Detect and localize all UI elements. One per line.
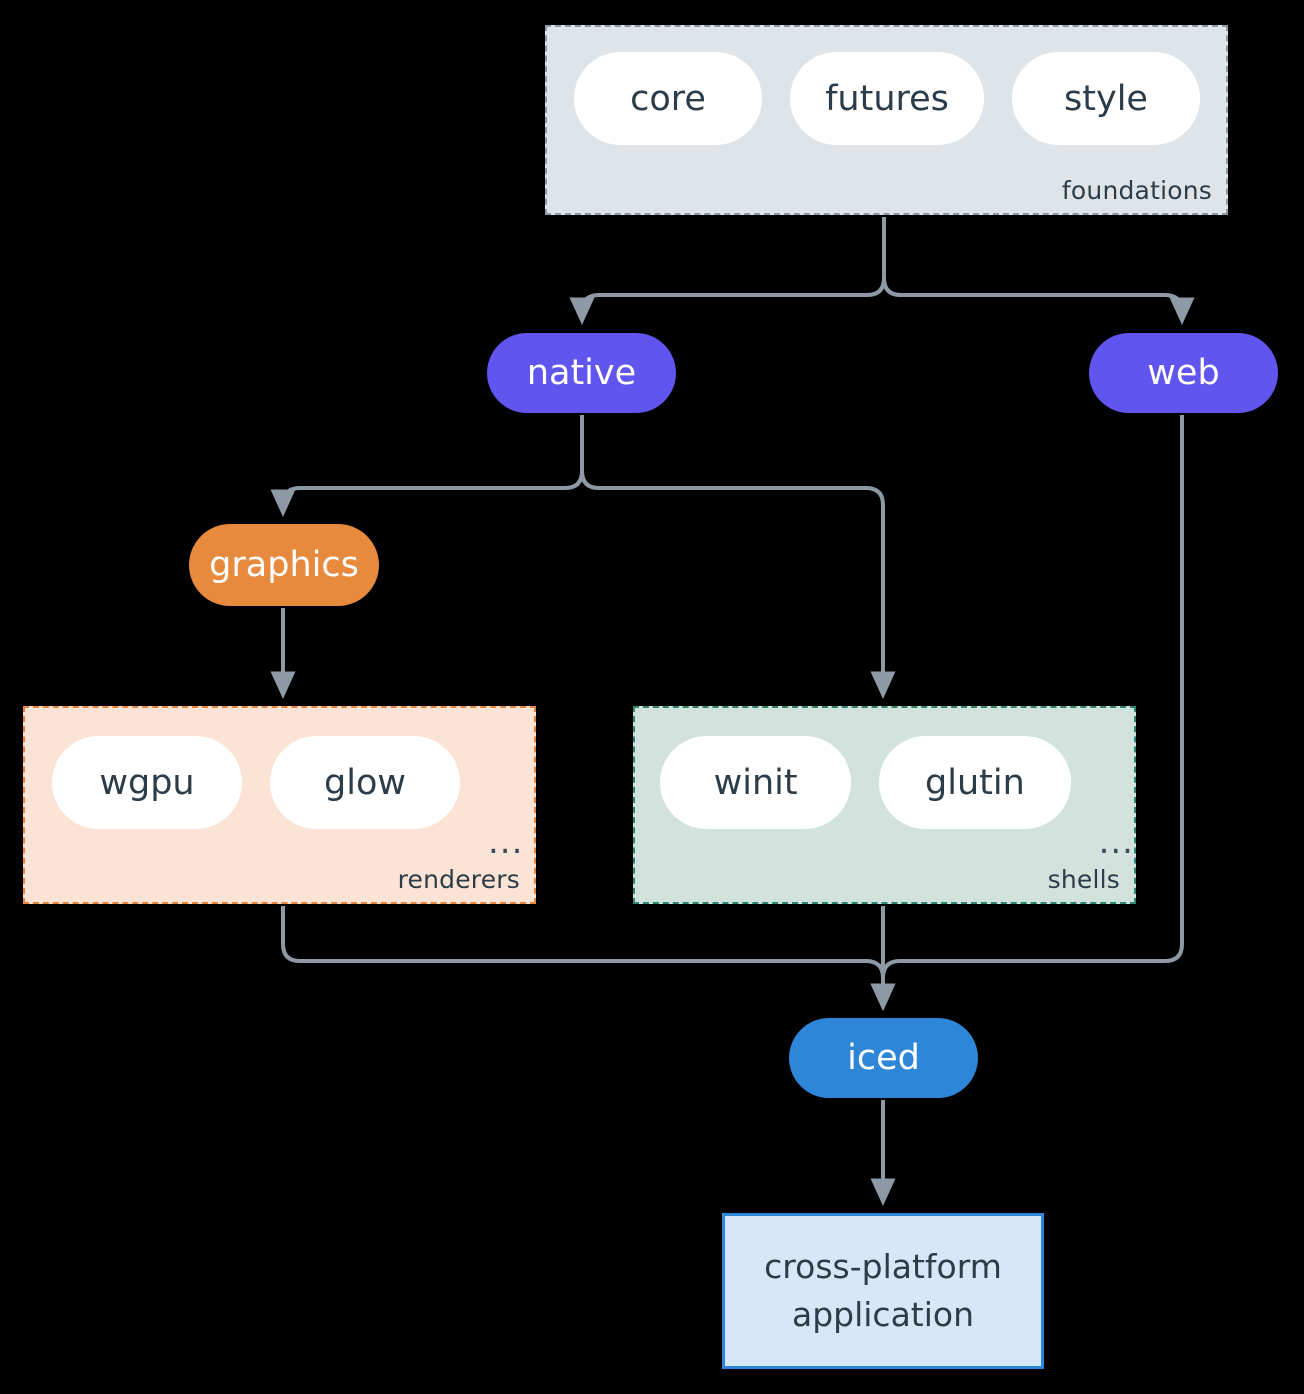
edge-native-shells — [580, 415, 896, 699]
node-winit-label: winit — [713, 762, 798, 803]
node-glow[interactable]: glow — [270, 736, 460, 829]
edge-foundations-web — [882, 217, 1195, 325]
node-futures[interactable]: futures — [790, 52, 984, 145]
node-web[interactable]: web — [1089, 333, 1278, 413]
node-iced-label: iced — [847, 1038, 920, 1078]
group-foundations-label: foundations — [1061, 176, 1212, 205]
node-cross-platform-application[interactable]: cross-platform application — [722, 1213, 1044, 1369]
group-shells-items: winit glutin ... — [635, 708, 1134, 902]
renderers-more-ellipsis: ... — [488, 822, 524, 862]
application-label-line2: application — [791, 1295, 975, 1334]
group-shells-label: shells — [1047, 865, 1120, 894]
node-core[interactable]: core — [574, 52, 762, 145]
node-winit[interactable]: winit — [660, 736, 852, 829]
node-style-label: style — [1064, 78, 1148, 119]
node-glutin[interactable]: glutin — [879, 736, 1071, 829]
edge-renderers-iced — [281, 906, 896, 1011]
node-core-label: core — [630, 78, 706, 119]
group-renderers-label: renderers — [397, 865, 520, 894]
node-graphics[interactable]: graphics — [189, 524, 379, 606]
node-iced[interactable]: iced — [789, 1018, 978, 1098]
node-glutin-label: glutin — [925, 762, 1025, 803]
group-renderers-items: wgpu glow ... — [25, 708, 534, 902]
node-wgpu-label: wgpu — [99, 762, 195, 803]
node-futures-label: futures — [825, 78, 949, 119]
node-glow-label: glow — [324, 762, 406, 803]
edge-native-graphics — [270, 415, 584, 517]
group-foundations: core futures style foundations — [545, 25, 1228, 215]
group-foundations-items: core futures style — [547, 27, 1226, 213]
node-graphics-label: graphics — [209, 545, 359, 585]
shells-more-ellipsis: ... — [1098, 822, 1134, 862]
application-label-line1: cross-platform — [764, 1247, 1002, 1287]
node-web-label: web — [1147, 353, 1220, 393]
group-renderers: wgpu glow ... renderers — [23, 706, 536, 904]
node-wgpu[interactable]: wgpu — [52, 736, 242, 829]
group-shells: winit glutin ... shells — [633, 706, 1136, 904]
node-native[interactable]: native — [487, 333, 676, 413]
edge-foundations-native — [569, 217, 886, 325]
node-style[interactable]: style — [1012, 52, 1200, 145]
node-native-label: native — [526, 353, 637, 393]
